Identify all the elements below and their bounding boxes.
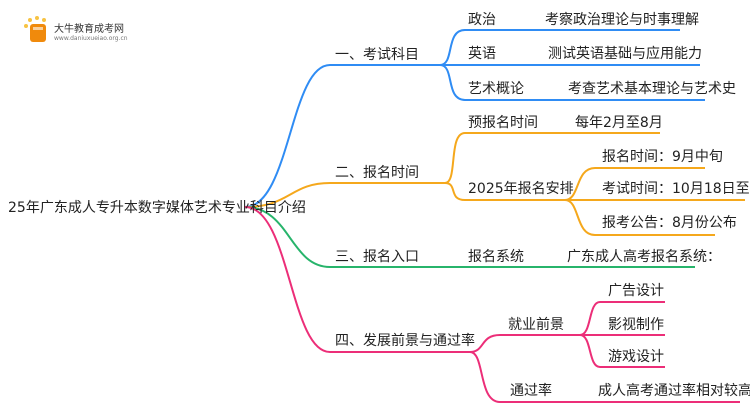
career-item: 影视制作 (608, 317, 664, 333)
career-item: 广告设计 (608, 283, 664, 299)
schedule-item: 报名时间：9月中旬 (602, 149, 723, 165)
schedule-item: 考试时间：10月18日至19日 (602, 181, 750, 197)
branch-prospects: 四、发展前景与通过率 (335, 333, 475, 349)
branch-registration-portal: 三、报名入口 (335, 249, 419, 265)
schedule-2025-label: 2025年报名安排 (468, 181, 574, 197)
branch-registration-time: 二、报名时间 (335, 165, 419, 181)
logo (22, 14, 52, 48)
career-prospects-label: 就业前景 (508, 317, 564, 333)
registration-system-label: 报名系统 (468, 249, 524, 265)
registration-system-detail: 广东成人高考报名系统： (567, 249, 721, 265)
subject-label: 政治 (468, 12, 496, 28)
subject-detail: 考察政治理论与时事理解 (545, 12, 699, 28)
subject-label: 英语 (468, 46, 496, 62)
branch-3-line (244, 206, 445, 268)
schedule-item: 报考公告：8月份公布 (602, 215, 737, 231)
subject-label: 艺术概论 (468, 81, 524, 97)
subject-detail: 考查艺术基本理论与艺术史 (568, 81, 736, 97)
root-topic: 25年广东成人专升本数字媒体艺术专业科目介绍 (8, 200, 306, 216)
logo-url: www.daniuxueiao.org.cn (54, 35, 128, 42)
logo-title: 大牛教育成考网 (54, 24, 124, 35)
subject-detail: 测试英语基础与应用能力 (548, 46, 702, 62)
pre-registration-label: 预报名时间 (468, 115, 538, 131)
career-item: 游戏设计 (608, 349, 664, 365)
pass-rate-detail: 成人高考通过率相对较高 (598, 383, 750, 399)
branch-2-line (244, 182, 445, 208)
branch-exam-subjects: 一、考试科目 (335, 47, 419, 63)
book-logo-icon (24, 16, 46, 42)
branch-1-line (244, 64, 440, 208)
pre-registration-detail: 每年2月至8月 (575, 115, 663, 131)
pass-rate-label: 通过率 (510, 383, 552, 399)
branch-4-line (244, 206, 470, 353)
